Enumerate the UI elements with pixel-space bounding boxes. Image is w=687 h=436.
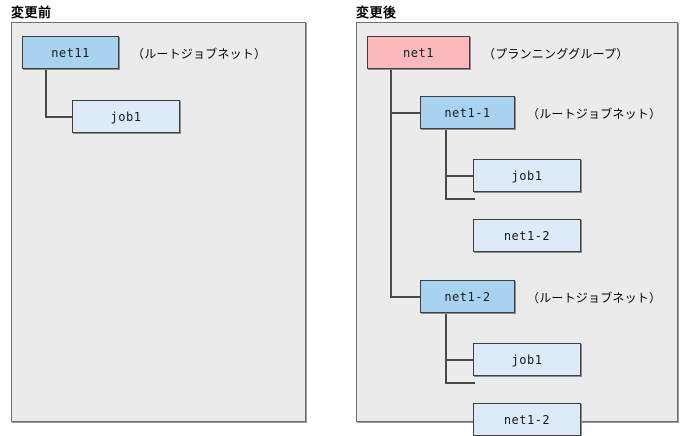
note-net1: （プランニンググループ）	[483, 47, 629, 61]
connector-horizontal-net1-to-net1-1	[390, 112, 422, 114]
node-net1-2-job1[interactable]: job1	[473, 343, 581, 376]
note-net11: （ルートジョブネット）	[132, 47, 267, 61]
connector-horizontal-net1-2-to-job1	[445, 359, 475, 361]
connector-horizontal-net1-2-to-net1-2	[445, 382, 475, 384]
connector-horizontal-net11-job1	[45, 116, 73, 118]
connector-vertical-net1-2-trunk	[445, 312, 447, 384]
note-net1-2: （ルートジョブネット）	[527, 291, 662, 305]
panel-after: net1 net1-1 job1 net1-2 net1-2 job1 net1…	[356, 22, 678, 436]
node-net1[interactable]: net1	[367, 36, 470, 69]
connector-vertical-net1-trunk	[390, 68, 392, 298]
node-before-job1[interactable]: job1	[72, 100, 180, 133]
node-net1-2-job1-label: job1	[511, 352, 543, 367]
node-net1-1-job1[interactable]: job1	[473, 159, 581, 192]
node-net1-1-net1-2-label: net1-2	[503, 228, 551, 243]
node-net1-label: net1	[403, 45, 434, 60]
node-net1-1-job1-label: job1	[511, 168, 543, 183]
connector-vertical-net1-1-trunk	[445, 128, 447, 200]
panel-before: net11 job1 （ルートジョブネット）	[11, 22, 306, 422]
node-net1-2-net1-2-label: net1-2	[503, 412, 551, 427]
node-net1-2-label: net1-2	[444, 289, 491, 304]
node-net1-1-net1-2[interactable]: net1-2	[473, 219, 581, 252]
connector-horizontal-net1-1-to-net1-2	[445, 198, 475, 200]
connector-horizontal-net1-1-to-job1	[445, 175, 475, 177]
node-net1-2[interactable]: net1-2	[420, 280, 515, 313]
node-net1-2-net1-2[interactable]: net1-2	[473, 403, 581, 436]
connector-vertical-net11-job1	[45, 68, 47, 118]
node-net11-label: net11	[51, 45, 90, 60]
node-net1-1[interactable]: net1-1	[420, 96, 515, 129]
panel-title-after: 変更後	[356, 5, 397, 20]
connector-horizontal-net1-to-net1-2	[390, 296, 422, 298]
note-net1-1: （ルートジョブネット）	[527, 107, 662, 121]
node-before-job1-label: job1	[110, 109, 142, 124]
node-net1-1-label: net1-1	[444, 105, 491, 120]
panel-title-before: 変更前	[11, 5, 52, 20]
node-net11[interactable]: net11	[22, 36, 119, 69]
